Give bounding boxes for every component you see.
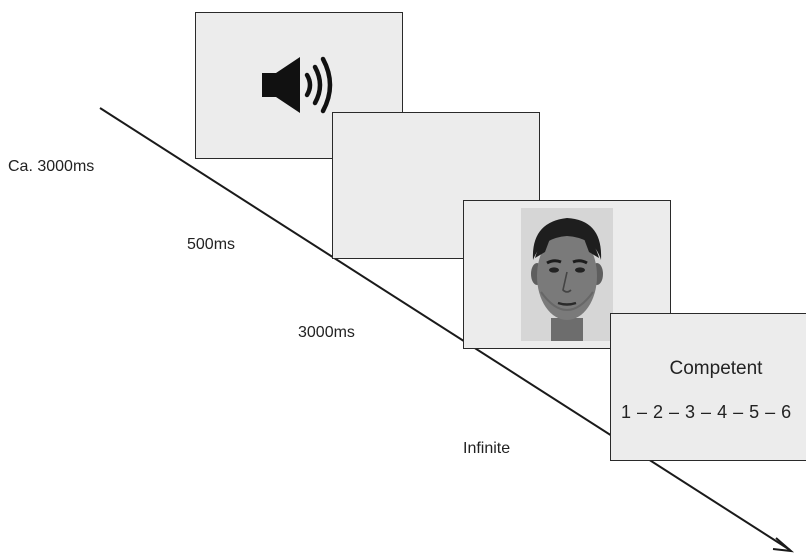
speaker-volume-icon: [262, 56, 333, 114]
timing-label-blank: 500ms: [187, 236, 236, 253]
rating-trait-label: Competent: [669, 358, 763, 379]
timing-label-face: 3000ms: [298, 324, 355, 341]
timing-label-rating: Infinite: [463, 440, 511, 457]
screen-face: [463, 200, 671, 349]
rating-scale: 1 – 2 – 3 – 4 – 5 – 6: [621, 402, 792, 422]
timing-label-sound: Ca. 3000ms: [8, 158, 95, 175]
face-illustration: [521, 208, 613, 341]
screen-rating: Competent 1 – 2 – 3 – 4 – 5 – 6: [610, 313, 806, 461]
face-stimulus-photo: [521, 208, 613, 341]
